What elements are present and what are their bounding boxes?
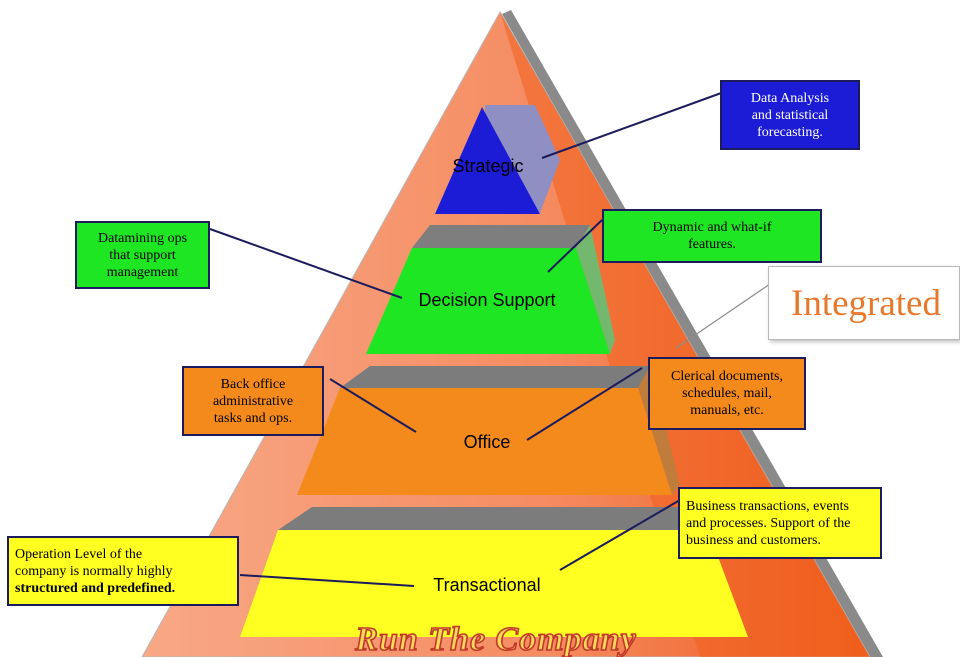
connector-line (239, 574, 415, 587)
integrated-label: Integrated (791, 282, 941, 324)
connector-line (209, 228, 403, 299)
connector-line (675, 283, 771, 349)
callout-line-bold: structured and predefined. (15, 580, 176, 596)
operation-level-callout: Operation Level of the company is normal… (7, 536, 239, 606)
callout-line: and statistical (751, 107, 829, 123)
decision-support-layer (366, 248, 610, 354)
decision-support-layer-side (576, 225, 615, 354)
callout-line: Clerical documents, (671, 369, 783, 384)
callout-line: Dynamic and what-if (652, 220, 772, 235)
dynamic-features-callout: Dynamic and what-if features. (602, 209, 822, 263)
office-label: Office (464, 432, 511, 452)
callout-line: tasks and ops. (213, 410, 293, 426)
callout-line: that support (109, 247, 176, 263)
decision-support-layer-top (412, 225, 590, 248)
connector-line (541, 91, 725, 159)
callout-line: Data Analysis (750, 90, 830, 106)
strategic-label: Strategic (452, 156, 523, 176)
decision-support-label: Decision Support (418, 290, 555, 310)
clerical-callout: Clerical documents, schedules, mail, man… (648, 357, 806, 430)
callout-line: Business transactions, events (686, 498, 849, 514)
callout-line: administrative (212, 393, 294, 409)
connector-line (559, 499, 681, 571)
callout-line: schedules, mail, (682, 386, 772, 401)
callout-line: Back office (220, 376, 286, 392)
callout-line: business and customers. (686, 532, 821, 548)
office-layer-top (340, 366, 650, 388)
integrated-box: Integrated (768, 266, 960, 340)
callout-line: management (106, 264, 179, 280)
back-office-callout: Back office administrative tasks and ops… (182, 366, 324, 436)
callout-line: and processes. Support of the (686, 515, 851, 531)
callout-line: company is normally highly (15, 563, 173, 579)
datamining-callout: Datamining ops that support management (75, 221, 210, 289)
transactional-label: Transactional (433, 575, 540, 595)
callout-line: Operation Level of the (15, 546, 143, 562)
office-layer (297, 388, 672, 495)
callout-line: features. (688, 237, 736, 252)
transactional-layer-top (278, 507, 708, 530)
callout-line: manuals, etc. (690, 403, 764, 418)
run-the-company-label: Run The Company (354, 621, 636, 657)
business-transactions-callout: Business transactions, events and proces… (678, 487, 882, 559)
connector-line (526, 367, 643, 441)
callout-line: Datamining ops (97, 230, 188, 246)
connector-line (329, 378, 417, 433)
strategic-layer (435, 107, 540, 214)
transactional-layer (240, 530, 748, 637)
callout-line: forecasting. (757, 124, 823, 140)
data-analysis-callout: Data Analysis and statistical forecastin… (720, 80, 860, 150)
connector-line (547, 219, 603, 273)
